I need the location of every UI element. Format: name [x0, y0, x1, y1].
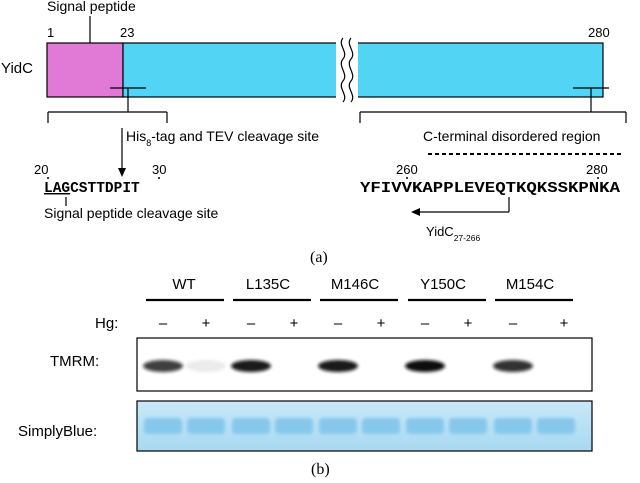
hg-plus-m154c: + [560, 315, 569, 332]
hg-plus-m146c: + [377, 315, 386, 332]
simplyblue-band [232, 418, 270, 434]
tmrm-band [405, 360, 445, 372]
hg-plus-wt: + [202, 315, 211, 332]
simplyblue-band [494, 418, 532, 434]
lane-l135c: L135C [246, 276, 290, 293]
residue-30-tick [158, 177, 160, 179]
construct-label: YidC27-266 [426, 224, 480, 243]
simplyblue-band [537, 418, 575, 434]
hg-minus-l135c: – [247, 315, 256, 332]
simplyblue-band [406, 418, 444, 434]
tmrm-band [231, 360, 271, 372]
simplyblue-bands [144, 418, 575, 434]
hg-minus-m146c: – [334, 315, 343, 332]
residue-280-tick [597, 177, 599, 179]
residue-20-tick [47, 177, 49, 179]
caption-b: (b) [311, 461, 330, 478]
mature-segment-left [122, 42, 342, 98]
tev-site-arrowhead [118, 168, 126, 177]
cterm-disordered-label: C-terminal disordered region [423, 128, 600, 144]
protein-name: YidC [1, 60, 33, 77]
hg-signs: – + – + – + – + – + [159, 315, 569, 332]
simplyblue-band [319, 418, 357, 434]
caption-a: (a) [310, 249, 328, 266]
hg-minus-m154c: – [509, 315, 518, 332]
lane-headers: WT L135C M146C Y150C M154C [172, 276, 554, 293]
his-tag-label: His8-tag and TEV cleavage site [126, 128, 319, 148]
residue-260: 260 [396, 162, 418, 177]
tmrm-bands [143, 360, 533, 372]
simplyblue-label: SimplyBlue: [18, 423, 97, 440]
pos-23: 23 [120, 25, 134, 40]
lane-wt: WT [172, 276, 195, 293]
hg-plus-y150c: + [464, 315, 473, 332]
simplyblue-band [187, 418, 225, 434]
cterm-sequence: YFIVVKAPPLEVEQTKQKSSKPNKA [360, 181, 620, 197]
simplyblue-band [362, 418, 400, 434]
signal-cleavage-label: Signal peptide cleavage site [44, 205, 219, 221]
residue-20: 20 [34, 162, 48, 177]
mature-segment-right [352, 42, 604, 98]
tmrm-band [186, 360, 226, 372]
tmrm-label: TMRM: [50, 353, 99, 370]
simplyblue-band [144, 418, 182, 434]
cterm-zoom-bracket [359, 87, 627, 123]
construct-arrowhead [411, 208, 420, 216]
nterm-zoom-bracket [47, 87, 168, 123]
axis-break-left [340, 37, 346, 103]
lane-m146c: M146C [331, 276, 380, 293]
simplyblue-band [449, 418, 487, 434]
panel-a: Signal peptide 1 23 280 YidC [1, 0, 627, 266]
residue-280: 280 [586, 162, 608, 177]
signal-peptide-segment [46, 42, 124, 98]
lane-m154c: M154C [506, 276, 555, 293]
hg-minus-wt: – [159, 315, 168, 332]
axis-break-gap [336, 38, 358, 102]
hg-plus-l135c: + [290, 315, 299, 332]
axis-break-right [348, 37, 354, 103]
pos-280: 280 [588, 25, 610, 40]
signal-peptide-label: Signal peptide [47, 0, 136, 14]
tmrm-band [318, 360, 358, 372]
residue-30: 30 [152, 162, 166, 177]
tmrm-band [143, 360, 183, 372]
nterm-underlined-residues: LAG [44, 181, 70, 197]
residue-260-tick [406, 177, 408, 179]
panel-b: WT L135C M146C Y150C M154C Hg: – + – + –… [18, 276, 593, 478]
pos-1: 1 [47, 25, 54, 40]
nterm-sequence: LAGCSTTDPIT [44, 181, 140, 197]
tmrm-band [493, 360, 533, 372]
lane-y150c: Y150C [420, 276, 466, 293]
hg-label: Hg: [95, 315, 118, 332]
hg-minus-y150c: – [421, 315, 430, 332]
simplyblue-band [275, 418, 313, 434]
